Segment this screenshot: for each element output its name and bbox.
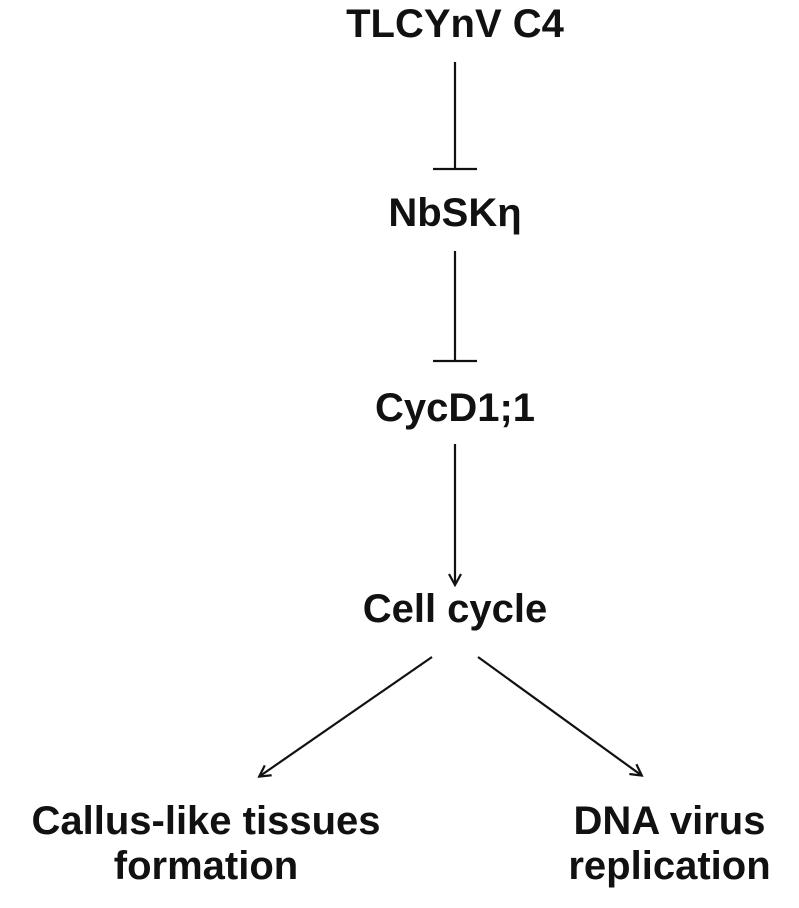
node-cell-cycle: Cell cycle [362, 587, 548, 631]
inhibition-edge-c4-to-nbsk [433, 62, 477, 171]
activation-edge-line [477, 656, 641, 775]
node-dna-line-1: DNA virus [573, 799, 766, 843]
node-dna-line-2: replication [568, 844, 771, 889]
node-tlcynv-c4: TLCYnV C4 [346, 2, 564, 46]
activation-edge-cell-cycle-to-callus [260, 656, 433, 776]
node-dna-virus-replication: DNA virus replication [540, 799, 799, 889]
activation-edge-line [260, 656, 433, 776]
inhibition-edge-nbsk-to-cycd [433, 251, 477, 363]
activation-edge-cell-cycle-to-dna-virus [477, 656, 641, 775]
node-cycd1-1: CycD1;1 [374, 386, 536, 430]
node-callus-line-2: formation [113, 844, 299, 889]
node-nbsk-eta: NbSKη [388, 191, 522, 235]
node-callus-like-tissues-formation: Callus-like tissues formation [0, 799, 412, 889]
node-callus-line-1: Callus-like tissues [31, 799, 381, 843]
